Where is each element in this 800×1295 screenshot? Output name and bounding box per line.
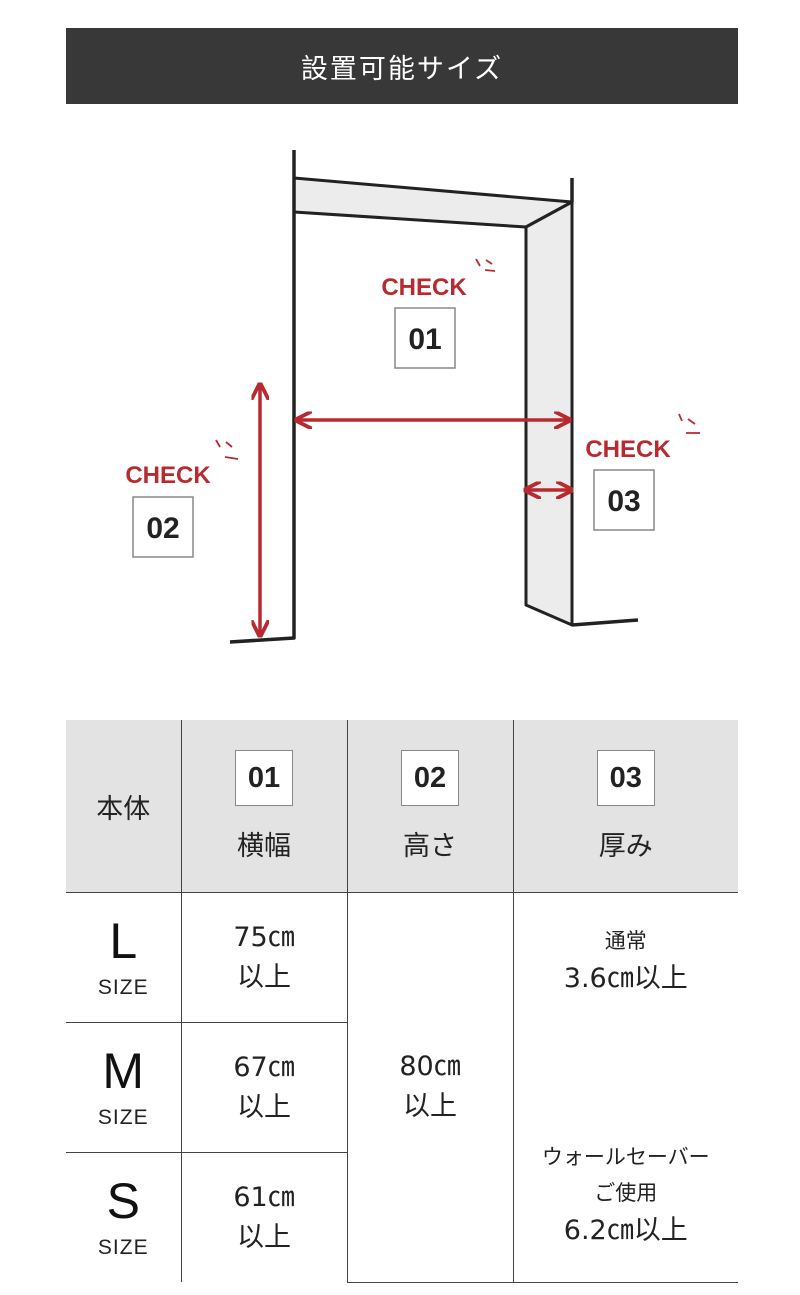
check-num-03: 03	[607, 485, 640, 518]
header-num-03: 03	[596, 749, 655, 806]
body-label: 本体	[96, 793, 151, 825]
thickness-normal: 通常 3.6㎝以上	[514, 923, 739, 999]
check-num-01: 01	[408, 323, 441, 356]
header-num-02: 02	[401, 749, 459, 806]
check-label-01: CHECK	[381, 274, 467, 301]
width-suffix: 以上	[237, 1221, 291, 1253]
title-banner: 設置可能サイズ	[66, 28, 738, 104]
emphasis-marks-03	[678, 413, 700, 434]
installation-diagram: CHECK 01 CHECK 02 CHECK 03	[125, 150, 700, 644]
check-box-03	[593, 469, 655, 531]
check-box-01	[394, 307, 456, 369]
size-word: SIZE	[97, 1105, 149, 1129]
thickness-saver-caption-1: ウォールセーバー	[541, 1145, 710, 1170]
width-cell-s: 61㎝ 以上	[180, 1152, 348, 1282]
door-frame-top	[292, 176, 574, 229]
size-cell-m: M SIZE	[66, 1022, 182, 1153]
thickness-wall-saver: ウォールセーバー ご使用 6.2㎝以上	[514, 1139, 739, 1251]
size-letter: L	[109, 912, 138, 969]
width-value: 67㎝	[233, 1051, 295, 1083]
table-header-row: 本体 01 横幅 02 高さ 03 厚み	[66, 720, 738, 893]
check-num-02: 02	[146, 512, 179, 545]
thickness-cell: 通常 3.6㎝以上 ウォールセーバー ご使用 6.2㎝以上	[512, 892, 739, 1283]
width-value: 61㎝	[233, 1181, 295, 1213]
body-label-cell: 本体	[66, 720, 182, 893]
emphasis-marks-02	[215, 439, 239, 460]
thickness-normal-value: 3.6㎝以上	[563, 963, 688, 995]
size-letter: S	[106, 1172, 140, 1229]
height-cell: 80㎝ 以上	[346, 892, 514, 1283]
size-word: SIZE	[97, 975, 149, 999]
height-value: 80㎝	[399, 1051, 461, 1083]
door-frame-right-jamb	[524, 200, 574, 627]
table-row: L SIZE 75㎝ 以上 80㎝ 以上 通常 3.6㎝以上 ウォールセーバー …	[66, 892, 738, 1283]
check-label-03: CHECK	[585, 436, 671, 463]
size-cell-s: S SIZE	[66, 1152, 182, 1282]
header-width-cell: 01 横幅	[180, 720, 348, 893]
door-frame-floor-right	[571, 618, 639, 627]
header-num-01: 01	[235, 749, 293, 806]
width-cell-l: 75㎝ 以上	[180, 892, 348, 1023]
width-cell-m: 67㎝ 以上	[180, 1022, 348, 1153]
thickness-saver-value: 6.2㎝以上	[563, 1215, 688, 1247]
width-suffix: 以上	[237, 961, 291, 993]
thickness-normal-caption: 通常	[604, 929, 647, 954]
header-label-width: 横幅	[237, 830, 291, 862]
height-suffix: 以上	[403, 1091, 457, 1123]
table-row: M SIZE 67㎝ 以上	[66, 1022, 738, 1153]
header-label-thickness: 厚み	[598, 830, 653, 862]
size-spec-table: 本体 01 横幅 02 高さ 03 厚み L SIZE 75㎝ 以上 80㎝ 以…	[66, 720, 738, 1283]
size-letter: M	[102, 1042, 145, 1099]
emphasis-marks-01	[475, 258, 496, 272]
thickness-saver-caption-2: ご使用	[594, 1181, 658, 1206]
size-word: SIZE	[97, 1235, 149, 1259]
width-suffix: 以上	[237, 1091, 291, 1123]
header-label-height: 高さ	[403, 830, 457, 862]
banner-title: 設置可能サイズ	[300, 53, 504, 85]
size-cell-l: L SIZE	[66, 892, 182, 1023]
door-frame-left-post	[229, 150, 296, 644]
table-row: S SIZE 61㎝ 以上	[66, 1152, 738, 1282]
width-value: 75㎝	[233, 921, 295, 953]
header-height-cell: 02 高さ	[346, 720, 514, 893]
header-thickness-cell: 03 厚み	[512, 720, 738, 893]
check-label-02: CHECK	[125, 462, 211, 489]
check-box-02	[132, 496, 194, 558]
